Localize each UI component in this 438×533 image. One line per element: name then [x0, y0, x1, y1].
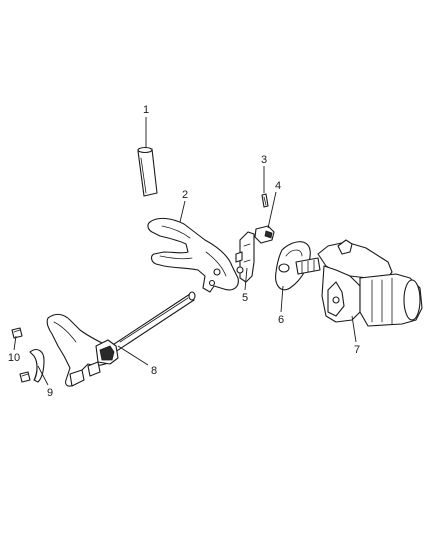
callout-8: 8 [151, 365, 157, 377]
leader-2 [179, 200, 186, 223]
leader-7 [351, 315, 357, 343]
part-4-pivot-block [254, 225, 275, 244]
part-8-shift-rail-fork [46, 291, 196, 387]
part-7-shift-motor [295, 239, 423, 327]
callout-4: 4 [275, 180, 281, 192]
part-10-small-pads [11, 327, 31, 383]
leader-9 [37, 365, 49, 386]
part-5-bracket [235, 231, 255, 283]
leader-8 [117, 345, 149, 366]
callout-2: 2 [182, 189, 188, 201]
callouts: 1 2 3 4 5 6 7 8 9 10 [8, 104, 360, 399]
part-2-shift-fork [147, 217, 239, 293]
callout-3: 3 [261, 154, 267, 166]
callout-1: 1 [143, 104, 149, 116]
leader-5 [244, 267, 248, 291]
callout-7: 7 [354, 344, 360, 356]
callout-10: 10 [8, 352, 20, 364]
part-9-fork-pad [29, 349, 45, 383]
callout-9: 9 [47, 387, 53, 399]
part-1-rail-pin [137, 146, 158, 197]
leader-6 [280, 285, 284, 313]
part-3-roll-pin [261, 193, 269, 208]
callout-6: 6 [278, 314, 284, 326]
callout-5: 5 [242, 292, 248, 304]
leader-lines [13, 117, 357, 386]
part-6-cam-plate [275, 241, 311, 291]
leader-4 [267, 191, 277, 229]
leader-10 [13, 335, 17, 351]
